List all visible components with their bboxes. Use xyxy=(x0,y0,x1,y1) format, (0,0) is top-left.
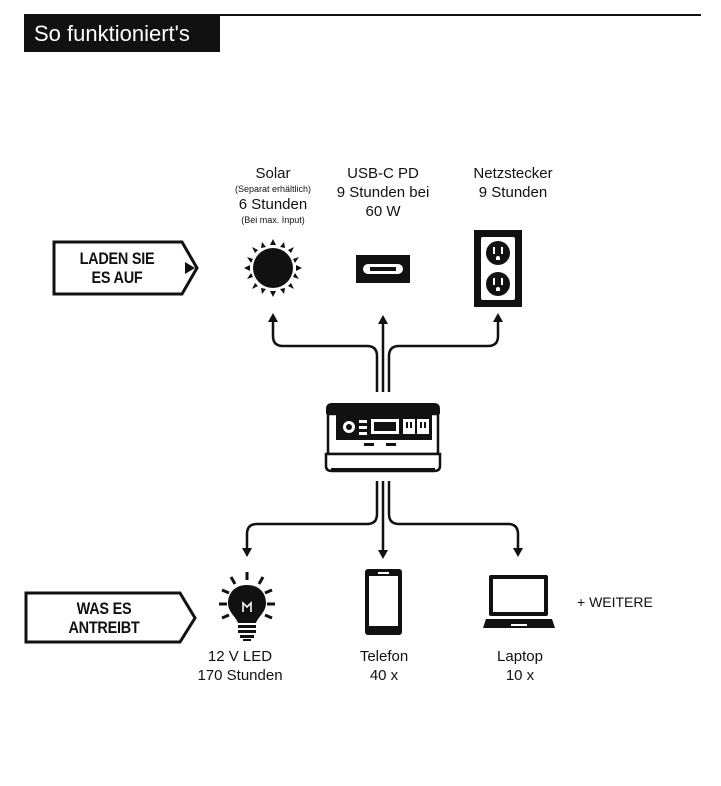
wall-name: Netzstecker xyxy=(473,165,553,182)
power-station-icon xyxy=(324,403,442,473)
title-rule xyxy=(24,14,701,16)
output-arrowheads xyxy=(242,548,523,559)
input-flow-lines xyxy=(271,320,500,392)
laptop-label: Laptop 10 x xyxy=(470,647,570,685)
tag-pointer-arrow xyxy=(185,262,195,274)
charge-tag-shape xyxy=(52,240,199,296)
light-bulb-icon xyxy=(219,572,275,641)
led-label: 12 V LED 170 Stunden xyxy=(180,647,300,685)
wall-label: Netzstecker 9 Stunden xyxy=(448,164,578,202)
laptop-icon xyxy=(483,575,555,628)
usbc-name: USB-C PD xyxy=(347,165,419,182)
solar-name: Solar xyxy=(255,165,291,182)
phone-count: 40 x xyxy=(369,667,399,684)
usbc-duration: 9 Stunden bei xyxy=(336,184,430,201)
wall-duration: 9 Stunden xyxy=(478,184,548,201)
led-duration: 170 Stunden xyxy=(197,667,283,684)
usbc-label: USB-C PD 9 Stunden bei 60 W xyxy=(323,164,443,221)
led-name: 12 V LED xyxy=(207,648,273,665)
input-arrowheads xyxy=(268,313,503,324)
usbc-power: 60 W xyxy=(365,203,401,220)
page-title: So funktioniert's xyxy=(24,16,220,52)
solar-note2: (Bei max. Input) xyxy=(241,215,305,225)
charge-tag: LADEN SIE ES AUF xyxy=(70,249,164,287)
solar-label: Solar (Separat erhältlich) 6 Stunden (Be… xyxy=(213,164,333,226)
smartphone-icon xyxy=(365,569,402,635)
solar-note1: (Separat erhältlich) xyxy=(234,184,312,194)
phone-name: Telefon xyxy=(359,648,409,665)
phone-label: Telefon 40 x xyxy=(334,647,434,685)
power-tag-shape xyxy=(24,591,197,644)
charge-tag-line1: LADEN SIE xyxy=(79,249,155,268)
wall-outlet-icon xyxy=(474,230,522,307)
more-label: + WEITERE xyxy=(577,594,653,610)
charge-tag-line2: ES AUF xyxy=(91,268,143,287)
laptop-name: Laptop xyxy=(497,648,543,665)
power-tag: WAS ES ANTREIBT xyxy=(53,599,155,637)
sun-icon xyxy=(244,239,302,297)
output-flow-lines xyxy=(245,481,520,550)
usb-c-port-icon xyxy=(356,255,410,283)
laptop-count: 10 x xyxy=(505,667,535,684)
power-tag-line2: ANTREIBT xyxy=(68,618,140,637)
solar-duration: 6 Stunden xyxy=(238,196,308,213)
power-tag-line1: WAS ES xyxy=(76,599,132,618)
